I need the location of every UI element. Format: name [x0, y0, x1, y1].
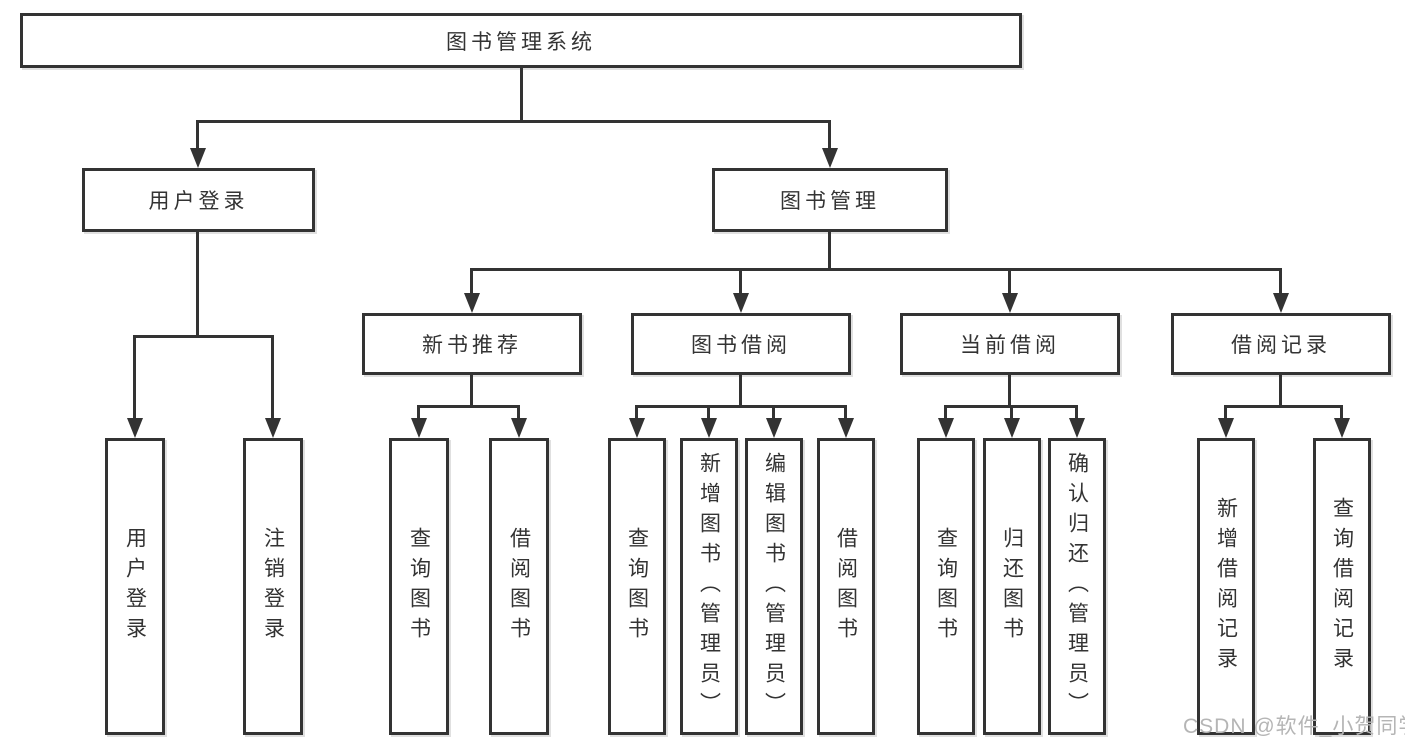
arrow-down-icon — [1004, 418, 1020, 438]
leaf-label: 确认归还（管理员） — [1065, 451, 1089, 722]
leaf-label: 用户登录 — [123, 526, 147, 647]
connector — [739, 375, 742, 405]
leaf-user-login: 用户登录 — [105, 438, 165, 735]
connector — [133, 335, 136, 418]
connector — [470, 268, 1282, 271]
arrow-down-icon — [1334, 418, 1350, 438]
leaf-edit-books-admin: 编辑图书（管理员） — [745, 438, 803, 735]
arrow-down-icon — [766, 418, 782, 438]
node-label: 图书管理 — [780, 190, 880, 213]
connector — [196, 120, 831, 123]
leaf-borrow-books: 借阅图书 — [489, 438, 549, 735]
connector — [772, 405, 775, 418]
connector — [1010, 405, 1013, 418]
connector — [944, 405, 947, 418]
leaf-logout: 注销登录 — [243, 438, 303, 735]
connector — [1279, 375, 1282, 405]
node-new-book-recommend: 新书推荐 — [362, 313, 582, 375]
arrow-down-icon — [733, 293, 749, 313]
arrow-down-icon — [127, 418, 143, 438]
leaf-label: 查询借阅记录 — [1330, 496, 1354, 677]
leaf-query-borrow-record: 查询借阅记录 — [1313, 438, 1371, 735]
leaf-query-books: 查询图书 — [608, 438, 666, 735]
leaf-label: 查询图书 — [625, 526, 649, 647]
connector — [517, 405, 520, 418]
connector — [1008, 375, 1011, 405]
leaf-add-borrow-record: 新增借阅记录 — [1197, 438, 1255, 735]
leaf-confirm-return-admin: 确认归还（管理员） — [1048, 438, 1106, 735]
leaf-label: 查询图书 — [934, 526, 958, 647]
node-user-login: 用户登录 — [82, 168, 315, 232]
connector — [470, 268, 473, 293]
arrow-down-icon — [838, 418, 854, 438]
leaf-label: 查询图书 — [407, 526, 431, 647]
leaf-query-books: 查询图书 — [917, 438, 975, 735]
node-label: 当前借阅 — [960, 334, 1060, 357]
leaf-label: 注销登录 — [261, 526, 285, 647]
connector — [844, 405, 847, 418]
connector — [133, 335, 274, 338]
leaf-add-books-admin: 新增图书（管理员） — [680, 438, 738, 735]
connector — [739, 268, 742, 293]
leaf-label: 借阅图书 — [834, 526, 858, 647]
arrow-down-icon — [938, 418, 954, 438]
arrow-down-icon — [822, 148, 838, 168]
node-library-system: 图书管理系统 — [20, 13, 1022, 68]
connector — [1075, 405, 1078, 418]
arrow-down-icon — [511, 418, 527, 438]
arrow-down-icon — [190, 148, 206, 168]
connector — [1008, 268, 1011, 293]
connector — [828, 120, 831, 148]
csdn-watermark: CSDN @软件_小贺同学 — [1183, 715, 1405, 738]
leaf-return-books: 归还图书 — [983, 438, 1041, 735]
connector — [635, 405, 847, 408]
node-label: 图书管理系统 — [446, 30, 596, 54]
arrow-down-icon — [1069, 418, 1085, 438]
connector — [196, 120, 199, 148]
node-current-borrowing: 当前借阅 — [900, 313, 1120, 375]
node-label: 借阅记录 — [1231, 334, 1331, 357]
connector — [1279, 268, 1282, 293]
leaf-label: 编辑图书（管理员） — [762, 451, 786, 722]
connector — [520, 68, 523, 120]
node-book-management: 图书管理 — [712, 168, 948, 232]
connector — [1340, 405, 1343, 418]
arrow-down-icon — [1002, 293, 1018, 313]
node-borrowing-records: 借阅记录 — [1171, 313, 1391, 375]
connector — [1224, 405, 1227, 418]
arrow-down-icon — [629, 418, 645, 438]
leaf-label: 新增图书（管理员） — [697, 451, 721, 722]
arrow-down-icon — [265, 418, 281, 438]
leaf-label: 归还图书 — [1000, 526, 1024, 647]
arrow-down-icon — [1218, 418, 1234, 438]
leaf-borrow-books: 借阅图书 — [817, 438, 875, 735]
arrow-down-icon — [464, 293, 480, 313]
node-label: 新书推荐 — [422, 334, 522, 357]
connector — [470, 375, 473, 405]
connector — [417, 405, 520, 408]
connector — [1224, 405, 1343, 408]
connector — [635, 405, 638, 418]
arrow-down-icon — [701, 418, 717, 438]
leaf-query-books: 查询图书 — [389, 438, 449, 735]
connector — [196, 232, 199, 335]
node-book-borrowing: 图书借阅 — [631, 313, 851, 375]
arrow-down-icon — [1273, 293, 1289, 313]
node-label: 用户登录 — [148, 190, 249, 213]
arrow-down-icon — [411, 418, 427, 438]
connector — [707, 405, 710, 418]
connector — [271, 335, 274, 418]
leaf-label: 借阅图书 — [507, 526, 531, 647]
connector — [417, 405, 420, 418]
connector — [828, 232, 831, 268]
node-label: 图书借阅 — [691, 334, 791, 357]
leaf-label: 新增借阅记录 — [1214, 496, 1238, 677]
